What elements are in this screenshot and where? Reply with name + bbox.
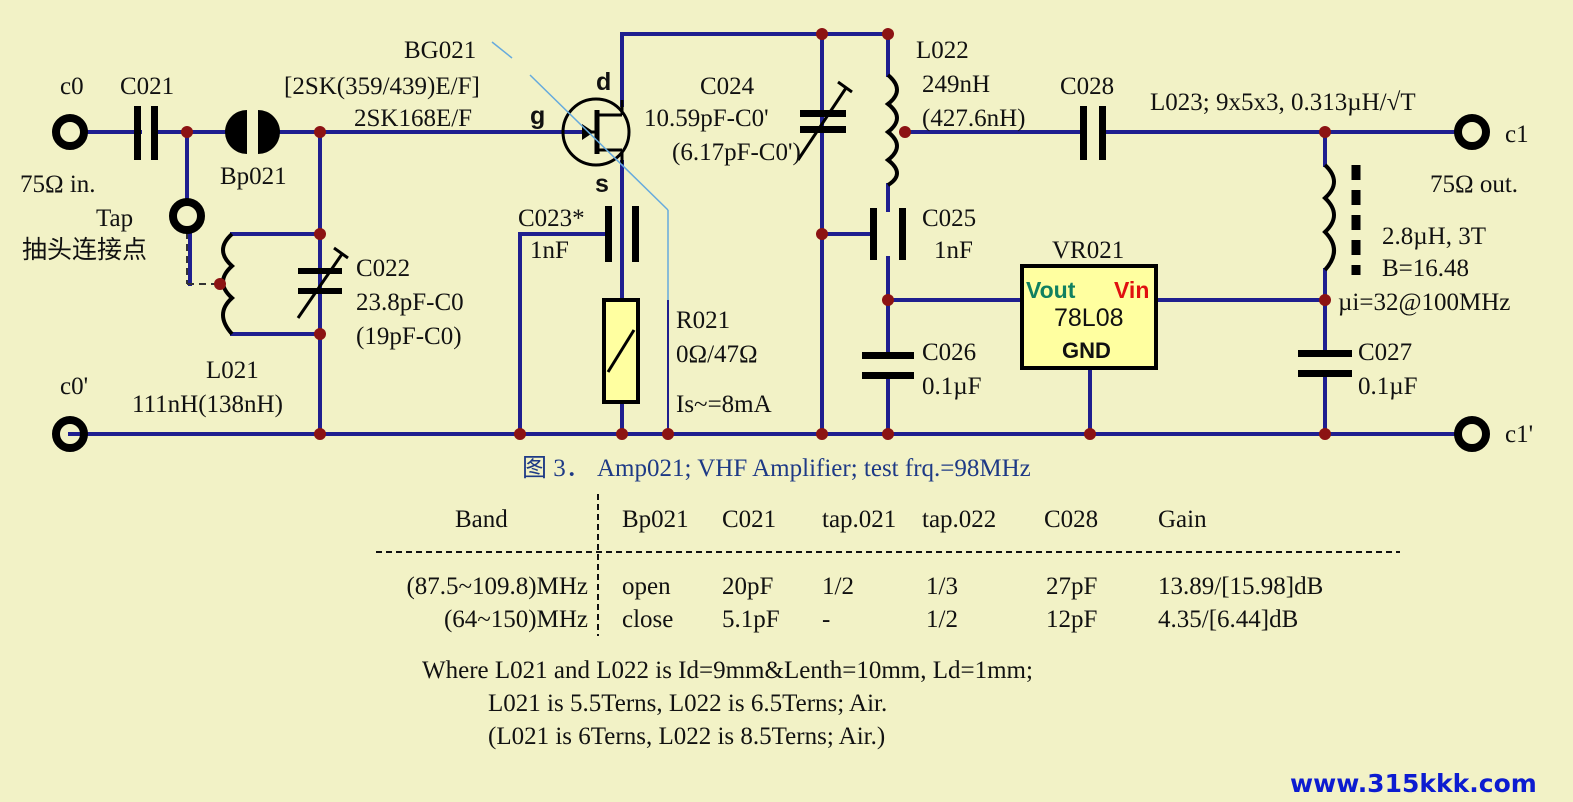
label-c027-value: 0.1µF: [1358, 373, 1418, 400]
label-vr021: VR021: [1052, 237, 1124, 264]
table-header-band: Band: [455, 506, 508, 533]
table-cell: 13.89/[15.98]dB: [1158, 573, 1323, 600]
capacitor-c028: [1080, 106, 1106, 160]
label-vin: Vin: [1114, 277, 1149, 303]
table-cell: close: [622, 606, 673, 633]
table-header-gain: Gain: [1158, 506, 1207, 533]
table-cell: 1/3: [926, 573, 958, 600]
table-header-tap021: tap.021: [822, 506, 896, 533]
capacitor-c025: [870, 208, 906, 260]
label-c028: C028: [1060, 73, 1114, 100]
note-line-3: (L021 is 6Terns, L022 is 8.5Terns; Air.): [488, 723, 885, 750]
label-c024-value-alt: (6.17pF-C0'): [672, 139, 801, 166]
label-bp021: Bp021: [220, 163, 287, 190]
label-choke-mu: µi=32@100MHz: [1338, 289, 1510, 316]
band-table: Band Bp021 C021 tap.021 tap.022 C028 Gai…: [376, 494, 1400, 636]
label-bg021-part: 2SK168E/F: [354, 105, 472, 132]
regulator-vr021: [1020, 264, 1158, 370]
label-pin-s: s: [595, 170, 609, 198]
table-cell: 27pF: [1046, 573, 1097, 600]
label-l021: L021: [206, 357, 259, 384]
label-l022-value: 249nH: [922, 71, 990, 98]
table-cell: 4.35/[6.44]dB: [1158, 606, 1298, 633]
wires: [68, 32, 1462, 436]
inductor-l022: [884, 73, 899, 187]
terminal-c0: [52, 114, 88, 150]
table-cell: 20pF: [722, 573, 773, 600]
label-bg021-alt: [2SK(359/439)E/F]: [284, 73, 480, 100]
label-c025-value: 1nF: [934, 237, 973, 264]
capacitor-c022: [296, 246, 349, 319]
terminal-c1-prime: [1454, 416, 1490, 452]
label-c0: c0: [60, 73, 84, 100]
bridge-bp021: [225, 110, 280, 154]
label-input-impedance: 75Ω in.: [20, 171, 96, 198]
table-cell: open: [622, 573, 671, 600]
label-l022-value-alt: (427.6nH): [922, 105, 1025, 132]
resistor-r021: [602, 298, 640, 404]
label-regulator-part: 78L08: [1054, 304, 1124, 332]
label-c023: C023*: [518, 205, 585, 232]
label-l021-value: 111nH(138nH): [132, 391, 283, 418]
junction-dots: [181, 28, 1331, 440]
label-r021: R021: [676, 307, 730, 334]
watermark: www.315kkk.com: [1290, 769, 1537, 798]
table-cell: 5.1pF: [722, 606, 780, 633]
label-c0-prime: c0': [60, 373, 88, 400]
terminal-c1: [1454, 114, 1490, 150]
table-cell: -: [822, 606, 830, 633]
table-cell: 12pF: [1046, 606, 1097, 633]
terminal-tap: [169, 198, 205, 234]
capacitor-c024: [796, 80, 853, 161]
table-header-c021: C021: [722, 506, 776, 533]
label-choke-b: B=16.48: [1382, 255, 1469, 282]
component-labels: c0 c0' c1 c1' 75Ω in. 75Ω out. Tap 抽头连接点…: [20, 37, 1533, 448]
label-c023-value: 1nF: [530, 237, 569, 264]
label-l022: L022: [916, 37, 969, 64]
note-line-2: L021 is 5.5Terns, L022 is 6.5Terns; Air.: [488, 690, 887, 717]
label-l023: L023; 9x5x3, 0.313µH/√T: [1150, 89, 1416, 116]
capacitor-c026: [862, 352, 914, 379]
table-cell: (64~150)MHz: [444, 606, 588, 633]
label-pin-g: g: [530, 102, 545, 130]
label-choke-value: 2.8µH, 3T: [1382, 223, 1486, 250]
label-source-current: Is~=8mA: [676, 391, 772, 418]
label-c025: C025: [922, 205, 976, 232]
table-cell: (87.5~109.8)MHz: [406, 573, 588, 600]
notes: Where L021 and L022 is Id=9mm&Lenth=10mm…: [422, 657, 1033, 750]
label-c1: c1: [1505, 121, 1529, 148]
table-header-c028: C028: [1044, 506, 1098, 533]
inductor-output-choke: [1322, 163, 1361, 275]
label-vout: Vout: [1026, 277, 1076, 303]
label-c022-value-alt: (19pF-C0): [356, 323, 462, 350]
terminal-c0-prime: [52, 416, 88, 452]
capacitor-c023: [605, 204, 639, 264]
label-c026-value: 0.1µF: [922, 373, 982, 400]
label-c022-value: 23.8pF-C0: [356, 289, 464, 316]
capacitor-c021: [134, 106, 158, 160]
capacitor-c027: [1298, 350, 1352, 377]
label-bg021: BG021: [404, 37, 476, 64]
label-c027: C027: [1358, 339, 1412, 366]
figure-caption: 图 3． Amp021; VHF Amplifier; test frq.=98…: [522, 455, 1031, 482]
label-c024: C024: [700, 73, 755, 100]
label-c021: C021: [120, 73, 174, 100]
label-r021-value: 0Ω/47Ω: [676, 341, 758, 368]
label-c022: C022: [356, 255, 410, 282]
transistor-bg021: [561, 97, 631, 167]
label-c026: C026: [922, 339, 976, 366]
label-c1-prime: c1': [1505, 421, 1533, 448]
table-cell: 1/2: [822, 573, 854, 600]
table-cell: 1/2: [926, 606, 958, 633]
note-line-1: Where L021 and L022 is Id=9mm&Lenth=10mm…: [422, 657, 1033, 684]
label-gnd: GND: [1062, 338, 1111, 363]
label-tap-cn: 抽头连接点: [22, 236, 147, 264]
label-output-impedance: 75Ω out.: [1430, 171, 1518, 198]
label-c024-value: 10.59pF-C0': [644, 105, 769, 132]
table-header-tap022: tap.022: [922, 506, 996, 533]
label-pin-d: d: [596, 68, 611, 96]
label-tap: Tap: [96, 205, 133, 232]
table-header-bp021: Bp021: [622, 506, 689, 533]
